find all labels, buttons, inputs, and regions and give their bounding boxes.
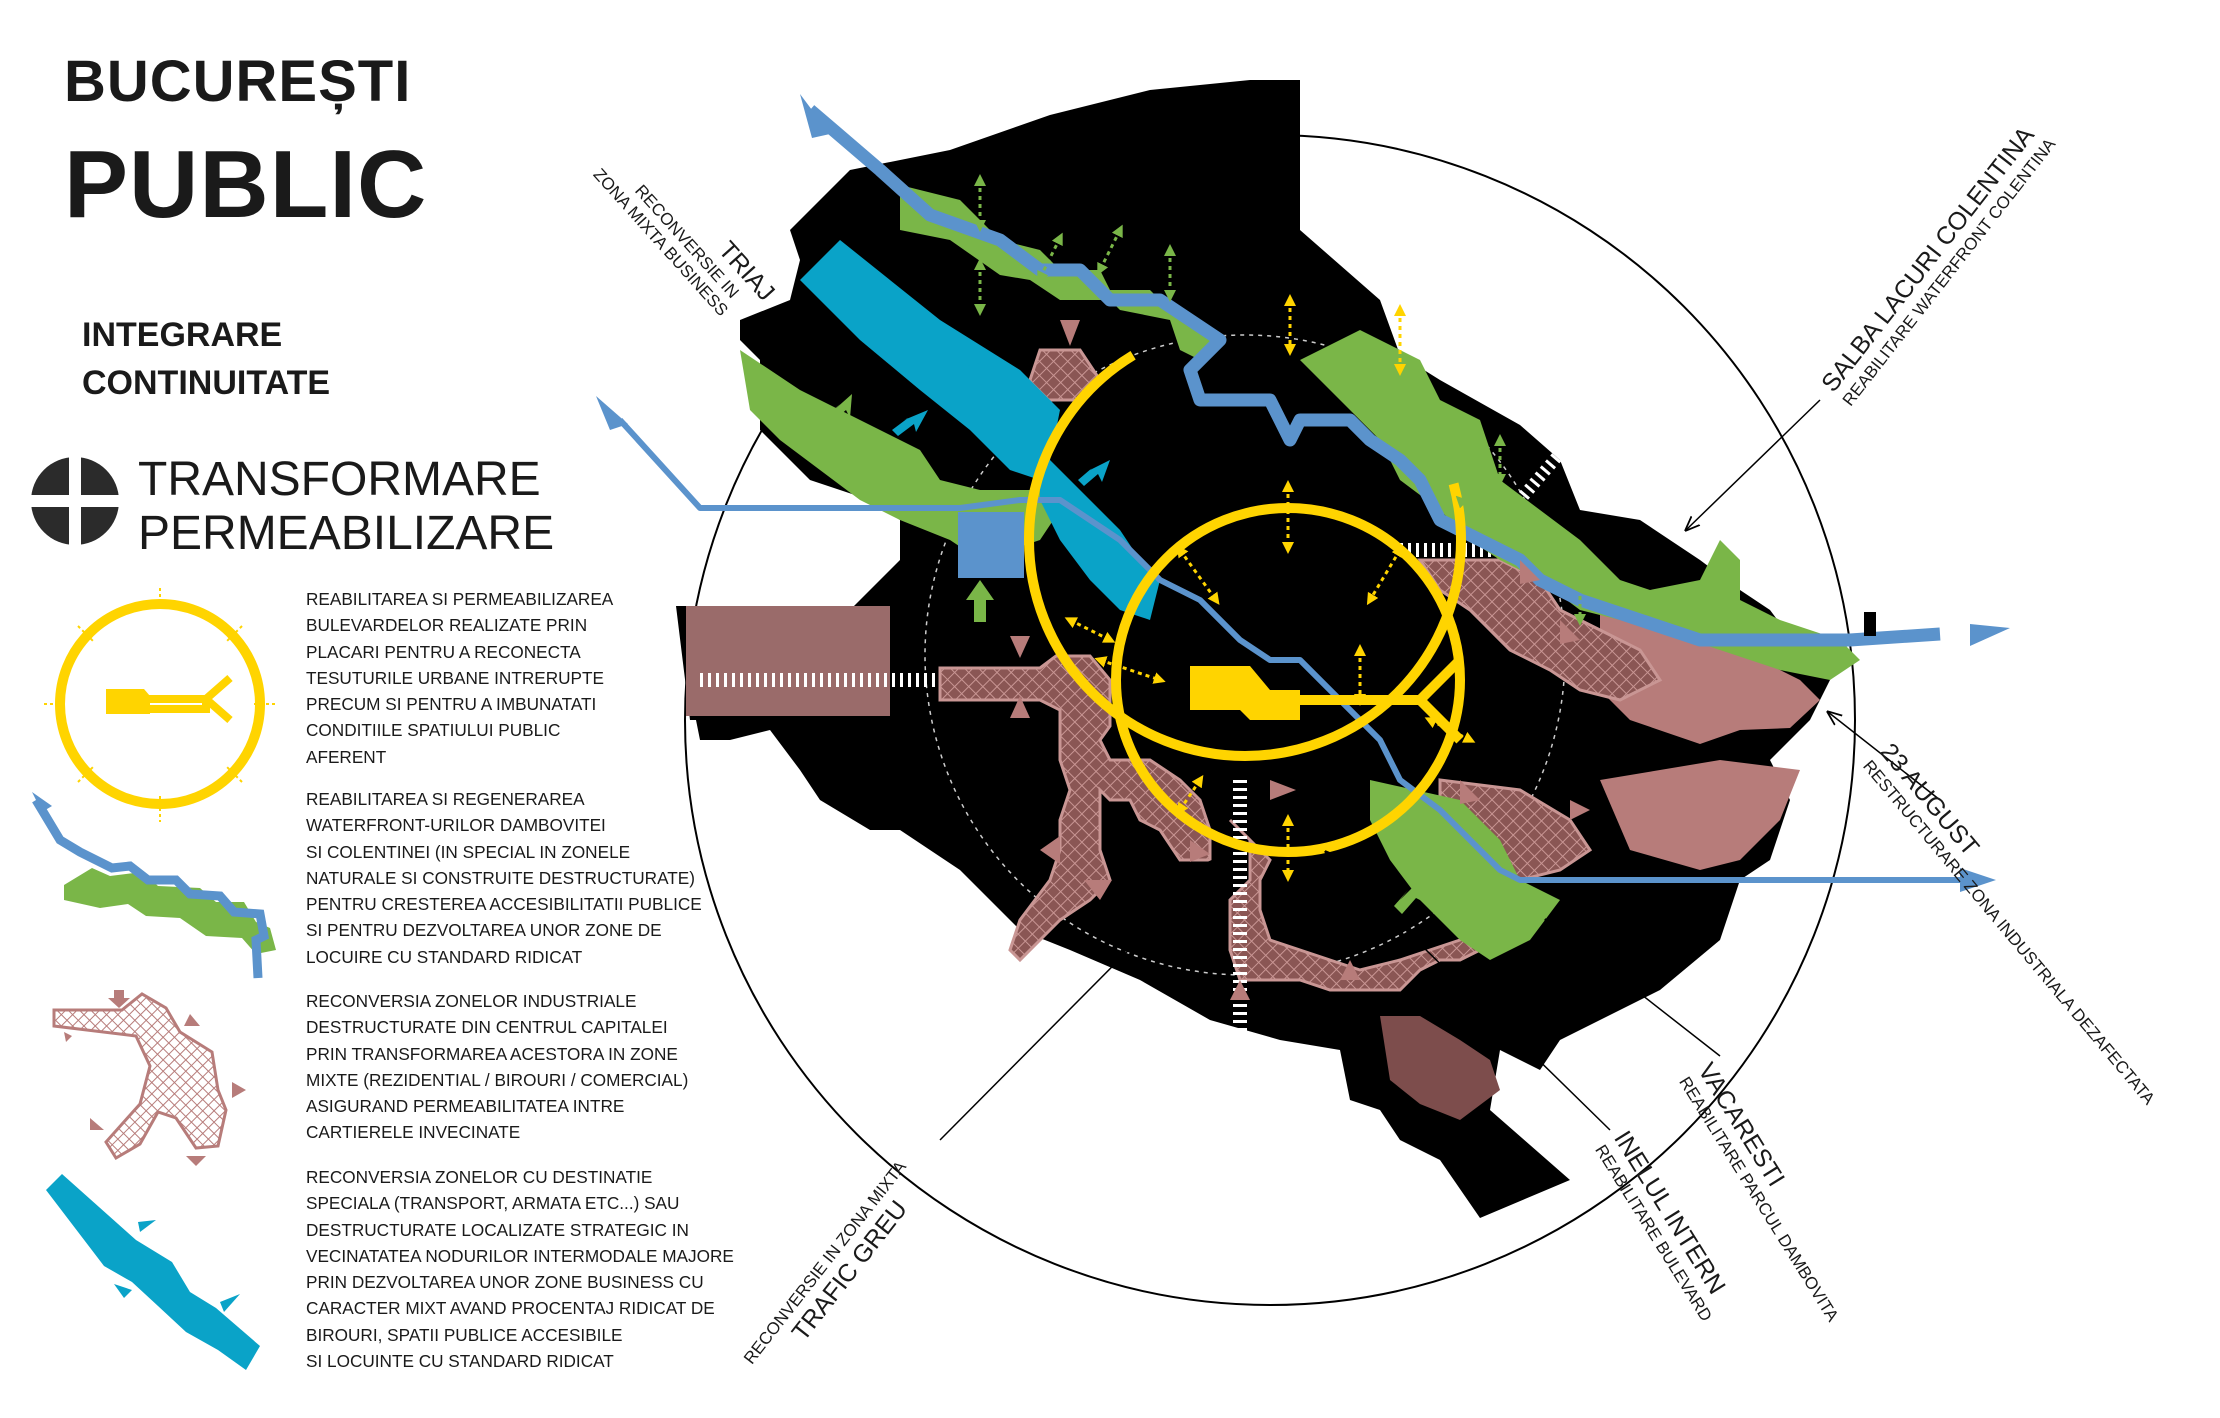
yellow-permeability-arrows [1064,294,1476,882]
rose-zone-southeast [1600,760,1800,870]
cross-circle-icon [30,456,120,546]
blue-river-dambovita-start-arrow [596,396,628,430]
leader-lines [939,399,1941,1141]
blue-river-dambovita [617,417,1960,883]
legend-text-waterfront: REABILITAREA SI REGENERAREA WATERFRONT-U… [306,789,702,967]
subtitle-integrare: INTEGRARE [82,316,283,354]
yellow-outer-boulevard [1024,319,1466,761]
yellow-ring-boulevard-icon [44,588,276,822]
title-line-bucuresti: BUCUREȘTI [64,49,412,114]
blue-node-square [958,512,1024,578]
rose-zone-east [1600,610,1820,744]
blue-river-colentina [805,105,1941,647]
green-solid-arrows [824,394,1424,914]
waterfront-green-blue-icon [32,792,276,979]
rose-zone-west [686,606,890,716]
yellow-center-block [1190,666,1300,720]
dashed-wedge [1480,354,1654,504]
industrial-hatch-icon [52,990,246,1166]
rose-solid-arrows [1010,320,1590,1000]
cyan-solid-arrows [892,342,1110,486]
legend-text-special-zones: RECONVERSIA ZONELOR CU DESTINATIE SPECIA… [306,1167,734,1372]
blue-river-colentina-arrowhead [1970,624,2010,646]
blue-river-colentina-start-arrow [800,94,830,138]
legend-text-industrial: RECONVERSIA ZONELOR INDUSTRIALE DESTRUCT… [306,991,689,1143]
theme-permeabilizare: PERMEABILIZARE [138,507,555,560]
cyan-special-zone-2 [1040,450,1160,620]
subtitle-continuitate: CONTINUITATE [82,364,331,402]
rose-zone-south [1380,1016,1500,1120]
green-zone-southeast [1370,780,1560,960]
theme-transformare: TRANSFORMARE [138,453,541,506]
special-zone-cyan-icon [46,1174,260,1370]
legend-text-boulevards: REABILITAREA SI PERMEABILIZAREA BULEVARD… [306,589,614,767]
east-edge-marker [1864,612,1876,636]
title-line-public: PUBLIC [64,131,428,238]
industrial-hatch-center [938,654,1212,963]
green-zone-northeast [1300,330,1860,680]
cyan-special-zone [800,240,1060,480]
green-access-arrows [974,174,1586,626]
blue-river-dambovita-arrowhead [1960,868,1996,892]
